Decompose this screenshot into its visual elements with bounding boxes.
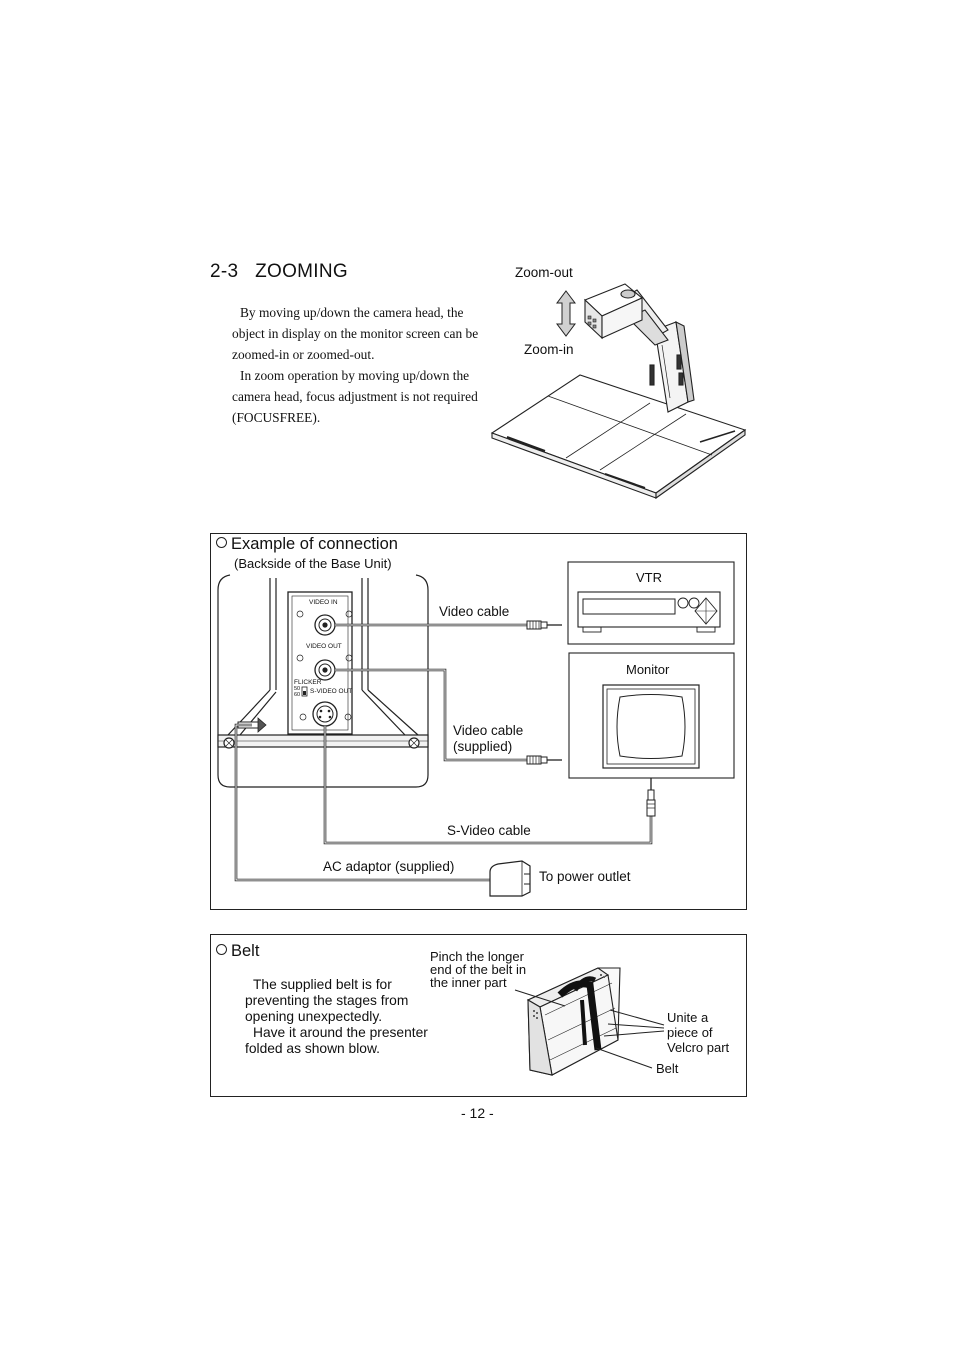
port-flicker-label: FLICKER <box>294 679 322 686</box>
page-number: - 12 - <box>461 1105 494 1121</box>
presenter-illustration <box>490 283 747 500</box>
belt-heading: Belt <box>216 942 259 961</box>
port-video-in-label: VIDEO IN <box>309 599 338 606</box>
belt-panel <box>210 934 747 1097</box>
pinch-label-line: Pinch the longer <box>430 949 524 964</box>
belt-illustration <box>514 967 665 1076</box>
backside-label: (Backside of the Base Unit) <box>234 556 392 571</box>
flicker-60-label: 60 <box>294 692 301 698</box>
connection-heading-text: Example of connection <box>231 535 398 553</box>
section-title: 2-3 ZOOMING <box>210 261 348 282</box>
monitor-label: Monitor <box>626 662 670 677</box>
unite-label-line: piece of <box>667 1025 713 1040</box>
belt-label: Belt <box>656 1061 679 1076</box>
port-svideo-out-label: S-VIDEO OUT <box>310 688 353 695</box>
video-cable-label: Video cable <box>439 604 510 619</box>
belt-paragraph-1: The supplied belt is for preventing the … <box>245 977 409 1024</box>
connection-heading: Example of connection <box>216 535 398 554</box>
belt-text: The supplied belt is for preventing the … <box>245 977 445 1057</box>
pinch-label-line: the inner part <box>430 975 507 990</box>
power-outlet-label: To power outlet <box>539 869 631 884</box>
ac-adaptor-label: AC adaptor (supplied) <box>323 859 455 874</box>
bullet-circle-icon <box>216 537 227 548</box>
belt-heading-text: Belt <box>231 942 260 960</box>
vtr-label: VTR <box>636 570 662 585</box>
unite-label-line: Unite a <box>667 1010 709 1025</box>
connection-diagram <box>217 561 735 897</box>
video-cable-supplied-label-1: Video cable <box>453 723 524 738</box>
zoom-in-label: Zoom-in <box>524 342 574 357</box>
pinch-label-line: end of the belt in <box>430 962 527 977</box>
intro-paragraph-2: In zoom operation by moving up/down the … <box>232 368 478 425</box>
flicker-50-label: 50 <box>294 686 301 692</box>
unite-label-line: Velcro part <box>667 1040 730 1055</box>
video-cable-supplied-label-2: (supplied) <box>453 739 513 754</box>
intro-paragraph-1: By moving up/down the camera head, the o… <box>232 305 479 362</box>
intro-text: By moving up/down the camera head, the o… <box>232 302 492 428</box>
belt-paragraph-2: Have it around the presenter folded as s… <box>245 1025 428 1056</box>
unite-label: Unite a piece of Velcro part <box>667 1010 729 1055</box>
pinch-label: Pinch the longer end of the belt in the … <box>430 950 526 989</box>
port-video-out-label: VIDEO OUT <box>306 643 342 650</box>
svideo-cable-label: S-Video cable <box>447 823 531 838</box>
zoom-out-label: Zoom-out <box>515 265 573 280</box>
bullet-circle-icon <box>216 944 227 955</box>
connection-panel <box>210 533 747 910</box>
